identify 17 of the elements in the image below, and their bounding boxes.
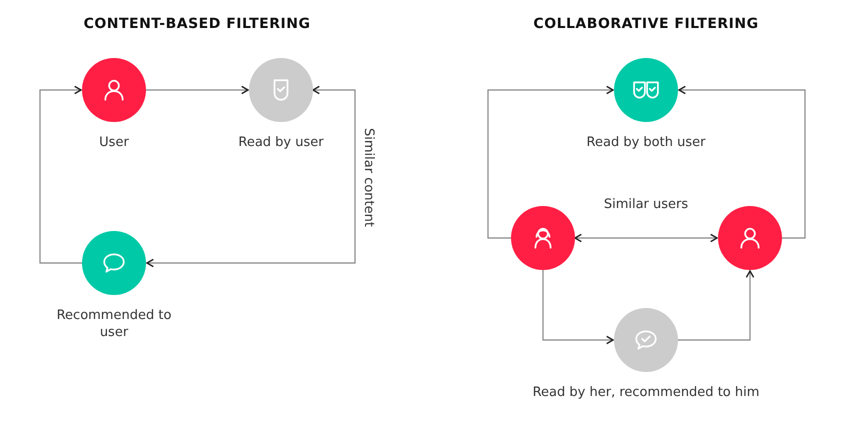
arrow bbox=[542, 270, 614, 344]
edge-label: Similar users bbox=[602, 196, 690, 213]
arrow bbox=[678, 270, 754, 341]
edge-label: Similar content bbox=[360, 127, 377, 229]
node-label: User bbox=[98, 134, 130, 151]
section-heading: COLLABORATIVE FILTERING bbox=[533, 16, 759, 32]
node-label: Read by user bbox=[237, 134, 325, 151]
arrow bbox=[487, 86, 614, 239]
section-heading: CONTENT-BASED FILTERING bbox=[84, 16, 310, 32]
arrow bbox=[678, 86, 806, 239]
arrow bbox=[146, 86, 356, 268]
arrow bbox=[146, 86, 249, 94]
arrow bbox=[574, 234, 718, 242]
arrow bbox=[39, 86, 82, 264]
node-label: Recommended to user bbox=[56, 307, 172, 341]
node-label: Read by both user bbox=[586, 134, 706, 151]
node-label: Read by her, recommended to him bbox=[532, 384, 760, 401]
